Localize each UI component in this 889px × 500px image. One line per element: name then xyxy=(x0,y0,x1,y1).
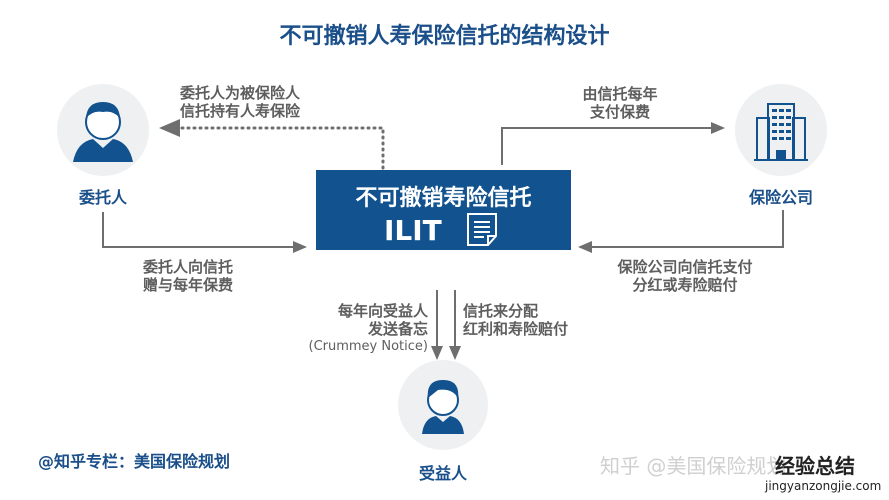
site-url: jingyanzongjie.com xyxy=(765,479,882,493)
trust-title: 不可撤销寿险信托 xyxy=(355,186,532,211)
person-icon xyxy=(73,102,133,162)
note-insurer-to-trust: 保险公司向信托支付分红或寿险赔付 xyxy=(590,258,780,294)
note-notice: 每年向受益人发送备忘(Crummey Notice) xyxy=(250,302,429,356)
dotted-arrow-trust-to-grantor xyxy=(159,119,385,170)
note-line: 委托人向信托 xyxy=(143,258,234,276)
document-icon xyxy=(467,213,497,246)
grantor-avatar xyxy=(57,84,149,176)
beneficiary-label: 受益人 xyxy=(418,464,467,483)
arrow-insurer-to-trust xyxy=(578,210,784,253)
note-line: 赠与每年保费 xyxy=(143,276,234,294)
note-distribution: 信托来分配红利和寿险赔付 xyxy=(463,302,568,338)
note-line: 分红或寿险赔付 xyxy=(632,276,738,294)
note-line: 红利和寿险赔付 xyxy=(463,320,569,338)
arrow-trust-to-insurer xyxy=(501,122,725,165)
note-line: 支付保费 xyxy=(589,103,650,121)
trust-abbr: ILIT xyxy=(384,214,442,247)
note-line: 由信托每年 xyxy=(582,85,658,103)
note-line: 委托人为被保险人 xyxy=(180,84,301,102)
watermark-left: @知乎专栏：美国保险规划 xyxy=(38,452,231,471)
note-line: (Crummey Notice) xyxy=(308,339,429,354)
site-logo: 经验总结 xyxy=(775,454,855,478)
beneficiary-avatar xyxy=(398,360,488,450)
insurer-label: 保险公司 xyxy=(748,188,813,207)
note-line: 每年向受益人 xyxy=(337,302,428,320)
building-icon xyxy=(754,103,808,161)
watermark-right: 知乎 @美国保险规划 xyxy=(600,454,787,478)
note-grantor-to-trust: 委托人向信托赠与每年保费 xyxy=(143,258,233,294)
grantor-label: 委托人 xyxy=(78,188,127,207)
diagram-title: 不可撤销人寿保险信托的结构设计 xyxy=(279,24,610,49)
note-line: 信托来分配 xyxy=(463,302,539,320)
insurer-avatar xyxy=(735,84,827,176)
note-trust-to-insurer: 由信托每年支付保费 xyxy=(560,85,680,121)
child-icon xyxy=(422,380,464,434)
note-trust-to-grantor: 委托人为被保险人信托持有人寿保险 xyxy=(180,84,300,120)
note-line: 发送备忘 xyxy=(367,320,428,338)
arrow-grantor-to-trust xyxy=(102,212,307,253)
trust-box: 不可撤销寿险信托 ILIT xyxy=(316,170,571,250)
note-line: 信托持有人寿保险 xyxy=(180,102,301,120)
note-line: 保险公司向信托支付 xyxy=(617,258,753,276)
